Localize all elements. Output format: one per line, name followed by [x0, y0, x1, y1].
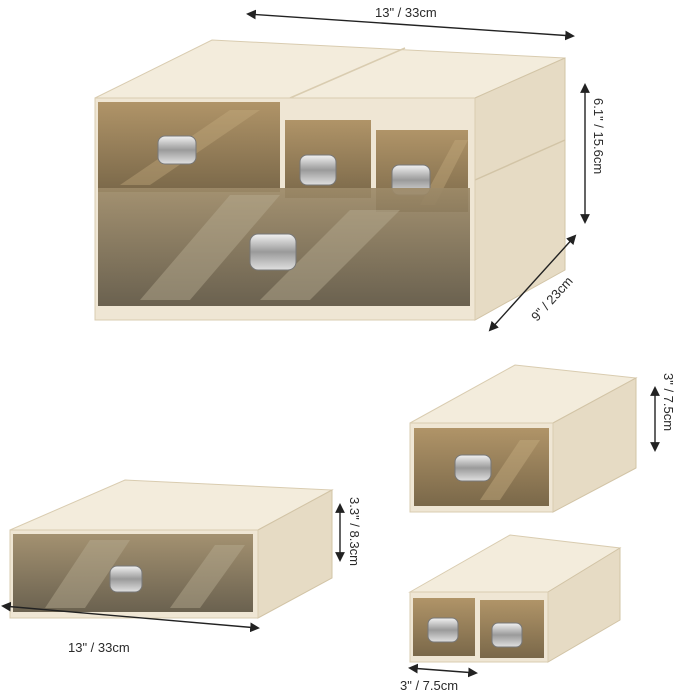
large-width-label: 13" / 33cm: [68, 640, 130, 655]
dimension-main-height: 6.1" / 15.6cm: [580, 83, 606, 224]
main-organizer: [94, 39, 566, 321]
drawer-handle: [109, 565, 143, 593]
main-width-label: 13" / 33cm: [375, 5, 437, 20]
drawer-top-left: [98, 102, 280, 192]
dimension-large-height: 3.3" / 8.3cm: [335, 497, 362, 566]
drawer-bottom-large: [98, 188, 470, 306]
dimension-small-height: 3" / 7.5cm: [650, 373, 676, 452]
dimension-main-width: 13" / 33cm: [246, 5, 575, 41]
small-single-organizer: [409, 364, 638, 513]
drawer-handle: [157, 135, 197, 165]
small-height-label: 3" / 7.5cm: [661, 373, 676, 431]
double-small-organizer: [408, 534, 622, 663]
main-side-face: [474, 57, 566, 321]
dimension-double-width: 3" / 7.5cm: [400, 663, 478, 693]
large-height-label: 3.3" / 8.3cm: [347, 497, 362, 566]
double-width-label: 3" / 7.5cm: [400, 678, 458, 693]
drawer-handle: [491, 622, 523, 648]
large-single-organizer: [9, 479, 334, 619]
drawer-top-middle: [285, 120, 371, 198]
dimension-large-width: 13" / 33cm: [1, 601, 260, 655]
main-height-label: 6.1" / 15.6cm: [591, 98, 606, 174]
drawer-handle: [249, 233, 297, 271]
drawer-handle: [299, 154, 337, 186]
drawer-handle: [427, 617, 459, 643]
drawer-handle: [454, 454, 492, 482]
